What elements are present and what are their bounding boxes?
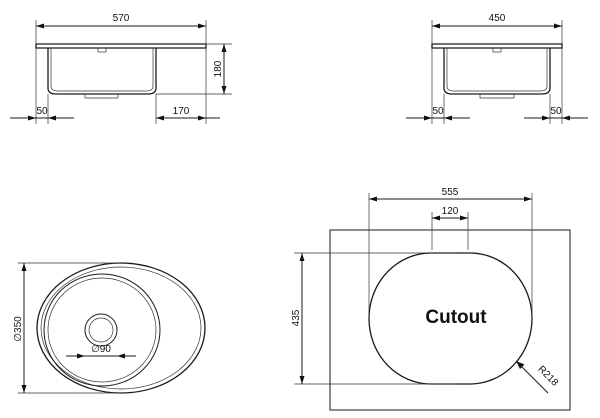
sink-outer-rim <box>36 262 206 394</box>
offset-label-50-b: 50 <box>550 106 562 117</box>
side-view-left: 570 180 50 170 <box>10 13 232 124</box>
bowl-inner-outline-right <box>446 48 548 92</box>
countertop-outline <box>329 229 571 411</box>
cutout-title: Cutout <box>425 307 487 328</box>
drain-stub-right <box>479 94 515 99</box>
diameter-label-350: ∅350 <box>13 316 24 342</box>
offset-label-170: 170 <box>173 106 190 117</box>
overflow-tab-right <box>492 47 502 53</box>
bowl-inner-outline <box>50 48 154 92</box>
radius-label-R218: R218 <box>535 364 560 389</box>
drain-inner-circle <box>88 317 114 343</box>
width-label-555: 555 <box>442 187 459 198</box>
drain-outer-circle <box>84 313 118 347</box>
sink-rim-inner <box>40 266 202 390</box>
overflow-tab <box>97 47 107 53</box>
rim-outline <box>35 43 207 49</box>
bowl-outline <box>47 48 157 95</box>
height-label-435: 435 <box>291 309 302 326</box>
drain-stub <box>84 94 119 99</box>
rim-outline-right <box>431 43 563 49</box>
side-view-right: 450 50 50 <box>406 13 588 124</box>
offset-label-50: 50 <box>36 106 48 117</box>
top-view: ∅350 ∅90 <box>13 262 206 394</box>
bowl-edge-inner <box>47 277 157 383</box>
width-label-450: 450 <box>489 13 506 24</box>
width-label-570: 570 <box>113 13 130 24</box>
offset-label-50-a: 50 <box>432 106 444 117</box>
bowl-outline-right <box>443 48 551 95</box>
drain-label-90: ∅90 <box>91 344 111 355</box>
cutout-view: Cutout 555 120 435 R218 <box>291 187 571 411</box>
spacing-label-120: 120 <box>442 206 459 217</box>
bowl-edge <box>43 273 161 387</box>
radius-leader <box>519 364 549 394</box>
height-label-180: 180 <box>213 60 224 77</box>
